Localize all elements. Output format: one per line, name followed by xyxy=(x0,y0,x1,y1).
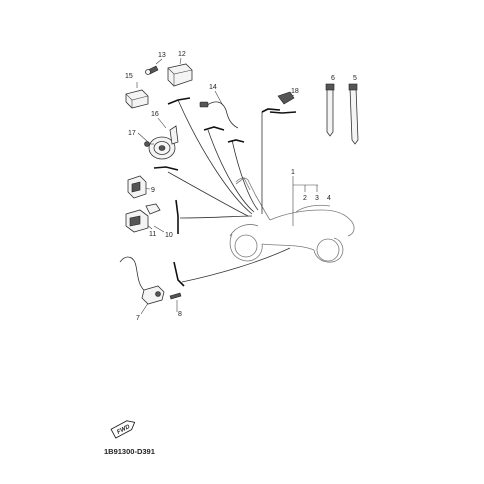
scooter-outline xyxy=(229,177,355,263)
wires xyxy=(167,99,291,283)
fwd-arrow-badge: FWD xyxy=(110,420,136,439)
callout-13: 13 xyxy=(158,52,166,59)
horn-part-16 xyxy=(148,125,179,160)
relay-part-12 xyxy=(167,63,193,87)
callout-17: 17 xyxy=(128,130,136,137)
callout-2: 2 xyxy=(303,195,307,202)
callout-9: 9 xyxy=(151,187,155,194)
callout-labels: 1 2 3 4 5 6 7 8 9 10 11 12 13 14 15 16 1… xyxy=(125,51,357,322)
sensor-parts-7-8 xyxy=(119,256,182,305)
callout-8: 8 xyxy=(178,311,182,318)
clip-part-18 xyxy=(277,91,295,105)
callout-18: 18 xyxy=(291,88,299,95)
callout-11: 11 xyxy=(149,231,156,238)
cable-tie-part-5 xyxy=(348,83,359,145)
screw-part-13 xyxy=(145,65,159,75)
switch-part-9 xyxy=(127,175,147,199)
diagram-code: 1B91300-D391 xyxy=(104,447,155,456)
callout-5: 5 xyxy=(353,75,357,82)
bolt-part-17 xyxy=(144,141,154,147)
group-brackets xyxy=(153,97,297,287)
cable-tie-part-6 xyxy=(325,83,335,137)
callout-16: 16 xyxy=(151,111,159,118)
callout-15: 15 xyxy=(125,73,133,80)
callout-6: 6 xyxy=(331,75,335,82)
connector-part-15 xyxy=(125,89,149,109)
callout-10: 10 xyxy=(165,232,173,239)
callout-14: 14 xyxy=(209,84,217,91)
sensor-lead-part-14 xyxy=(199,101,239,129)
callout-3: 3 xyxy=(315,195,319,202)
callout-12: 12 xyxy=(178,51,186,58)
switch-assembly-parts-10-11 xyxy=(125,203,161,233)
callout-7: 7 xyxy=(136,315,140,322)
callout-4: 4 xyxy=(327,195,331,202)
callout-1: 1 xyxy=(291,169,295,176)
